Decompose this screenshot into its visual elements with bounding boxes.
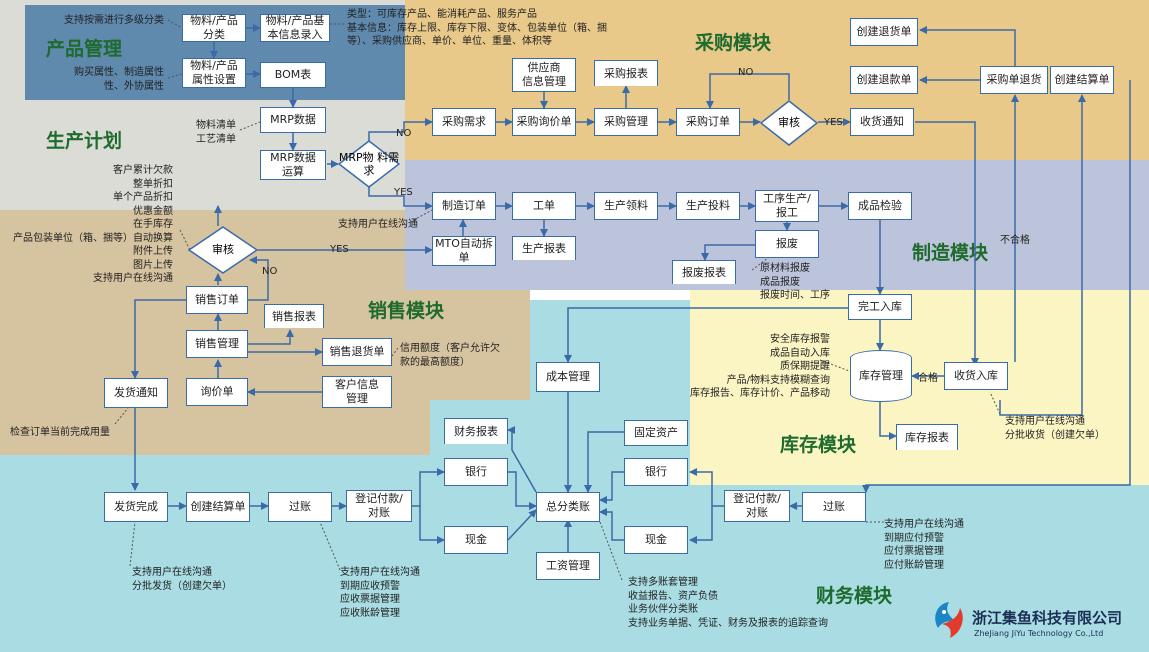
company-name-cn: 浙江集鱼科技有限公司	[972, 609, 1123, 627]
purchase-manage-box[interactable]: 采购管理	[594, 108, 658, 136]
note-bom: 物料清单 工艺清单	[196, 120, 236, 145]
note-inv-features: 安全库存报警 成品自动入库 质保期提醒 产品/物料支持模糊查询 库存报告、库存计…	[690, 334, 830, 399]
finance-report-doc[interactable]: 财务报表	[444, 418, 508, 444]
yes-label-mrp: YES	[394, 187, 413, 198]
mto-box[interactable]: MTO自动拆 单	[432, 236, 496, 266]
purchase-settle-box[interactable]: 创建结算单	[1050, 66, 1114, 94]
mrp-need-label: MRP物 料需求	[338, 150, 400, 177]
inventory-report-doc[interactable]: 库存报表	[896, 424, 958, 450]
sales-manage-box[interactable]: 销售管理	[186, 330, 248, 358]
note-purchase-attr: 购买属性、制造属性 性、外协属性	[74, 67, 164, 92]
cash-box-left[interactable]: 现金	[444, 526, 508, 554]
manufacture-region	[405, 160, 1149, 290]
purchase-audit-diamond[interactable]: 审核	[760, 100, 818, 146]
title-plan: 生产计划	[46, 130, 123, 152]
sales-region-ext	[400, 290, 530, 400]
sales-audit-label: 审核	[212, 243, 234, 257]
inventory-manage-cyl[interactable]: 库存管理	[850, 350, 912, 402]
mfg-order-box[interactable]: 制造订单	[432, 192, 496, 220]
material-pick-box[interactable]: 生产领料	[594, 192, 658, 220]
company-name-en: ZheJiang JiYu Technology Co.,Ltd	[974, 629, 1104, 638]
note-check-order: 检查订单当前完成用量	[10, 427, 110, 438]
note-gl: 支持多账套管理 收益报告、资产负债 业务伙伴分类账 支持业务单据、凭证、财务及报…	[628, 577, 828, 629]
material-attr-box[interactable]: 物料/产品 属性设置	[182, 58, 246, 88]
sales-report-doc[interactable]: 销售报表	[264, 304, 324, 328]
qualified-label: 合格	[918, 373, 938, 384]
create-refund-box[interactable]: 创建退款单	[850, 66, 918, 94]
ship-done-box[interactable]: 发货完成	[104, 492, 168, 522]
title-inventory: 库存模块	[780, 434, 857, 456]
process-report-box[interactable]: 工序生产/ 报工	[755, 190, 819, 222]
completion-box[interactable]: 完工入库	[848, 294, 912, 320]
unqualified-label: 不合格	[1000, 235, 1030, 246]
fish-logo-icon	[935, 602, 963, 638]
bank-box-left[interactable]: 银行	[444, 458, 508, 486]
purchase-audit-label: 审核	[778, 116, 800, 130]
ship-notice-box[interactable]: 发货通知	[104, 378, 168, 408]
material-info-box[interactable]: 物料/产品基 本信息录入	[260, 14, 330, 42]
pay-reconcile-ap-box[interactable]: 登记付款/ 对账	[724, 490, 790, 522]
production-report-doc[interactable]: 生产报表	[512, 236, 576, 260]
yes-label-purchase: YES	[824, 117, 843, 128]
note-scrap: 原材料报废 成品报废 报废时间、工序	[760, 263, 830, 301]
sales-return-box[interactable]: 销售退货单	[322, 338, 392, 366]
mrp-data-box[interactable]: MRP数据	[260, 107, 326, 133]
note-ap: 支持用户在线沟通 到期应付预警 应付票据管理 应付账龄管理	[884, 519, 964, 571]
material-category-box[interactable]: 物料/产品 分类	[182, 14, 246, 42]
cash-box-right[interactable]: 现金	[624, 526, 688, 554]
no-label-sales: NO	[262, 266, 278, 277]
inquiry-box[interactable]: 询价单	[186, 378, 248, 406]
scrap-box[interactable]: 报废	[755, 230, 819, 258]
note-mfg-online: 支持用户在线沟通	[338, 219, 418, 230]
no-label-purchase: NO	[738, 67, 754, 78]
qc-box[interactable]: 成品检验	[848, 192, 912, 220]
yes-label-sales: YES	[330, 244, 349, 255]
general-ledger-box[interactable]: 总分类账	[536, 492, 600, 522]
bank-box-right[interactable]: 银行	[624, 458, 688, 486]
mrp-need-diamond[interactable]: MRP物 料需求	[338, 140, 400, 188]
note-type-info: 类型：可库存产品、能消耗产品、服务产品 基本信息：库存上限、库存下限、变体、包装…	[347, 9, 607, 47]
title-product: 产品管理	[46, 38, 123, 60]
scrap-report-doc[interactable]: 报废报表	[672, 260, 736, 284]
inventory-region	[690, 290, 1149, 485]
company-logo	[930, 600, 968, 640]
note-ship: 支持用户在线沟通 分批发货（创建欠单）	[132, 567, 232, 592]
purchase-demand-box[interactable]: 采购需求	[432, 108, 496, 136]
fixed-asset-box[interactable]: 固定资产	[624, 420, 688, 446]
purchase-order-box[interactable]: 采购订单	[676, 108, 740, 136]
sales-audit-diamond[interactable]: 审核	[188, 226, 258, 274]
title-sales: 销售模块	[368, 300, 445, 322]
payroll-box[interactable]: 工资管理	[536, 552, 600, 580]
cost-box[interactable]: 成本管理	[536, 362, 600, 392]
title-finance: 财务模块	[816, 585, 893, 607]
customer-box[interactable]: 客户信息 管理	[322, 376, 392, 408]
note-ar: 支持用户在线沟通 到期应收预警 应收票据管理 应收账龄管理	[340, 567, 420, 619]
purchase-return-box[interactable]: 采购单退货	[980, 66, 1048, 94]
no-label-mrp: NO	[396, 128, 412, 139]
sales-settle-box[interactable]: 创建结算单	[186, 492, 250, 522]
note-credit: 信用额度（客户允许欠 款的最高额度）	[400, 343, 500, 368]
purchase-inquiry-box[interactable]: 采购询价单	[512, 108, 576, 136]
purchase-report-doc[interactable]: 采购报表	[594, 60, 658, 86]
work-order-box[interactable]: 工单	[512, 192, 576, 220]
supplier-box[interactable]: 供应商 信息管理	[512, 58, 576, 92]
pay-reconcile-ar-box[interactable]: 登记付款/ 对账	[346, 490, 412, 522]
receive-storage-box[interactable]: 收货入库	[944, 362, 1008, 390]
note-multi-level: 支持按需进行多级分类	[64, 15, 164, 26]
mrp-calc-box[interactable]: MRP数据 运算	[260, 150, 326, 180]
title-purchase: 采购模块	[695, 32, 772, 54]
post-ap-box[interactable]: 过账	[802, 492, 866, 522]
material-feed-box[interactable]: 生产投料	[676, 192, 740, 220]
create-return-box[interactable]: 创建退货单	[850, 18, 918, 46]
post-ar-box[interactable]: 过账	[268, 492, 332, 522]
title-manufacture: 制造模块	[912, 242, 989, 264]
bom-box[interactable]: BOM表	[260, 62, 326, 88]
receipt-notice-box[interactable]: 收货通知	[850, 108, 914, 136]
note-sales-features: 客户累计欠款 整单折扣 单个产品折扣 优惠金额 在手库存 产品包装单位（箱、捆等…	[13, 165, 173, 284]
note-receive: 支持用户在线沟通 分批收货（创建欠单）	[1005, 416, 1105, 441]
sales-order-box[interactable]: 销售订单	[186, 286, 248, 314]
